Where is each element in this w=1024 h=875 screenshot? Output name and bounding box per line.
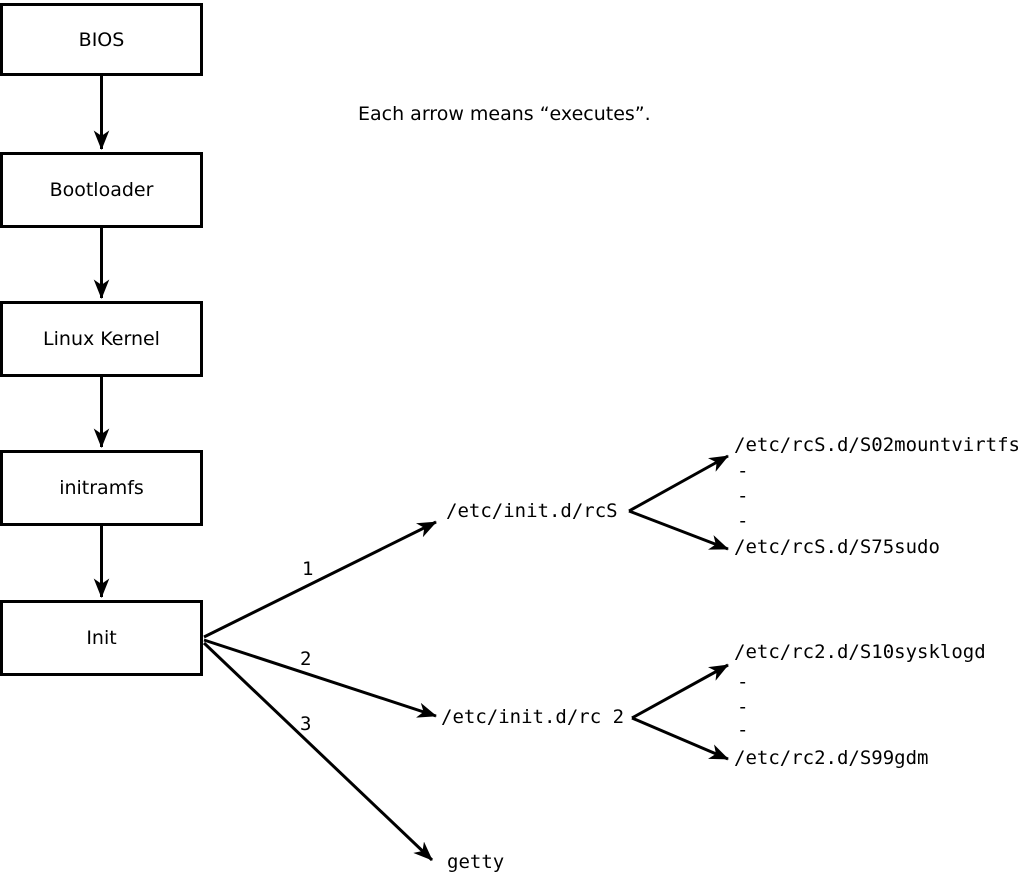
rc2-script-first: /etc/rc2.d/S10sysklogd [734, 641, 986, 663]
rcs-script-first: /etc/rcS.d/S02mountvirtfs [734, 434, 1020, 456]
target-rc2-label: /etc/init.d/rc 2 [441, 706, 625, 728]
edge-order-3: 3 [300, 713, 312, 735]
edge-order-1: 1 [302, 558, 314, 580]
rc2-ellipsis-2: - [737, 696, 749, 718]
arrow-rcs-to-last [628, 509, 729, 551]
node-init-label: Init [86, 627, 117, 649]
target-getty-label: getty [447, 851, 505, 873]
rc2-ellipsis-3: - [737, 719, 749, 741]
rcs-script-last: /etc/rcS.d/S75sudo [734, 536, 940, 558]
arrow-init-to-rcs [203, 520, 437, 639]
arrow-rc2-to-last [631, 716, 729, 761]
rc2-ellipsis-1: - [737, 671, 749, 693]
node-linux-kernel: Linux Kernel [0, 301, 203, 377]
edge-order-2: 2 [300, 648, 312, 670]
legend-note: Each arrow means “executes”. [358, 103, 651, 125]
rcs-ellipsis-1: - [737, 460, 749, 482]
node-bios: BIOS [0, 3, 203, 76]
arrow-rc2-to-first [631, 663, 729, 720]
node-initramfs-label: initramfs [59, 477, 144, 499]
arrow-init-to-rc2 [203, 638, 437, 718]
rc2-script-last: /etc/rc2.d/S99gdm [734, 747, 929, 769]
node-bootloader: Bootloader [0, 152, 203, 228]
arrow-rcs-to-first [628, 454, 729, 513]
node-initramfs: initramfs [0, 450, 203, 526]
node-bios-label: BIOS [78, 28, 125, 51]
node-bootloader-label: Bootloader [49, 179, 154, 201]
node-linux-kernel-label: Linux Kernel [43, 328, 160, 350]
rcs-ellipsis-2: - [737, 485, 749, 507]
rcs-ellipsis-3: - [737, 510, 749, 532]
arrow-init-to-getty [202, 641, 434, 862]
target-rcs-label: /etc/init.d/rcS [446, 500, 618, 522]
node-init: Init [0, 600, 203, 676]
